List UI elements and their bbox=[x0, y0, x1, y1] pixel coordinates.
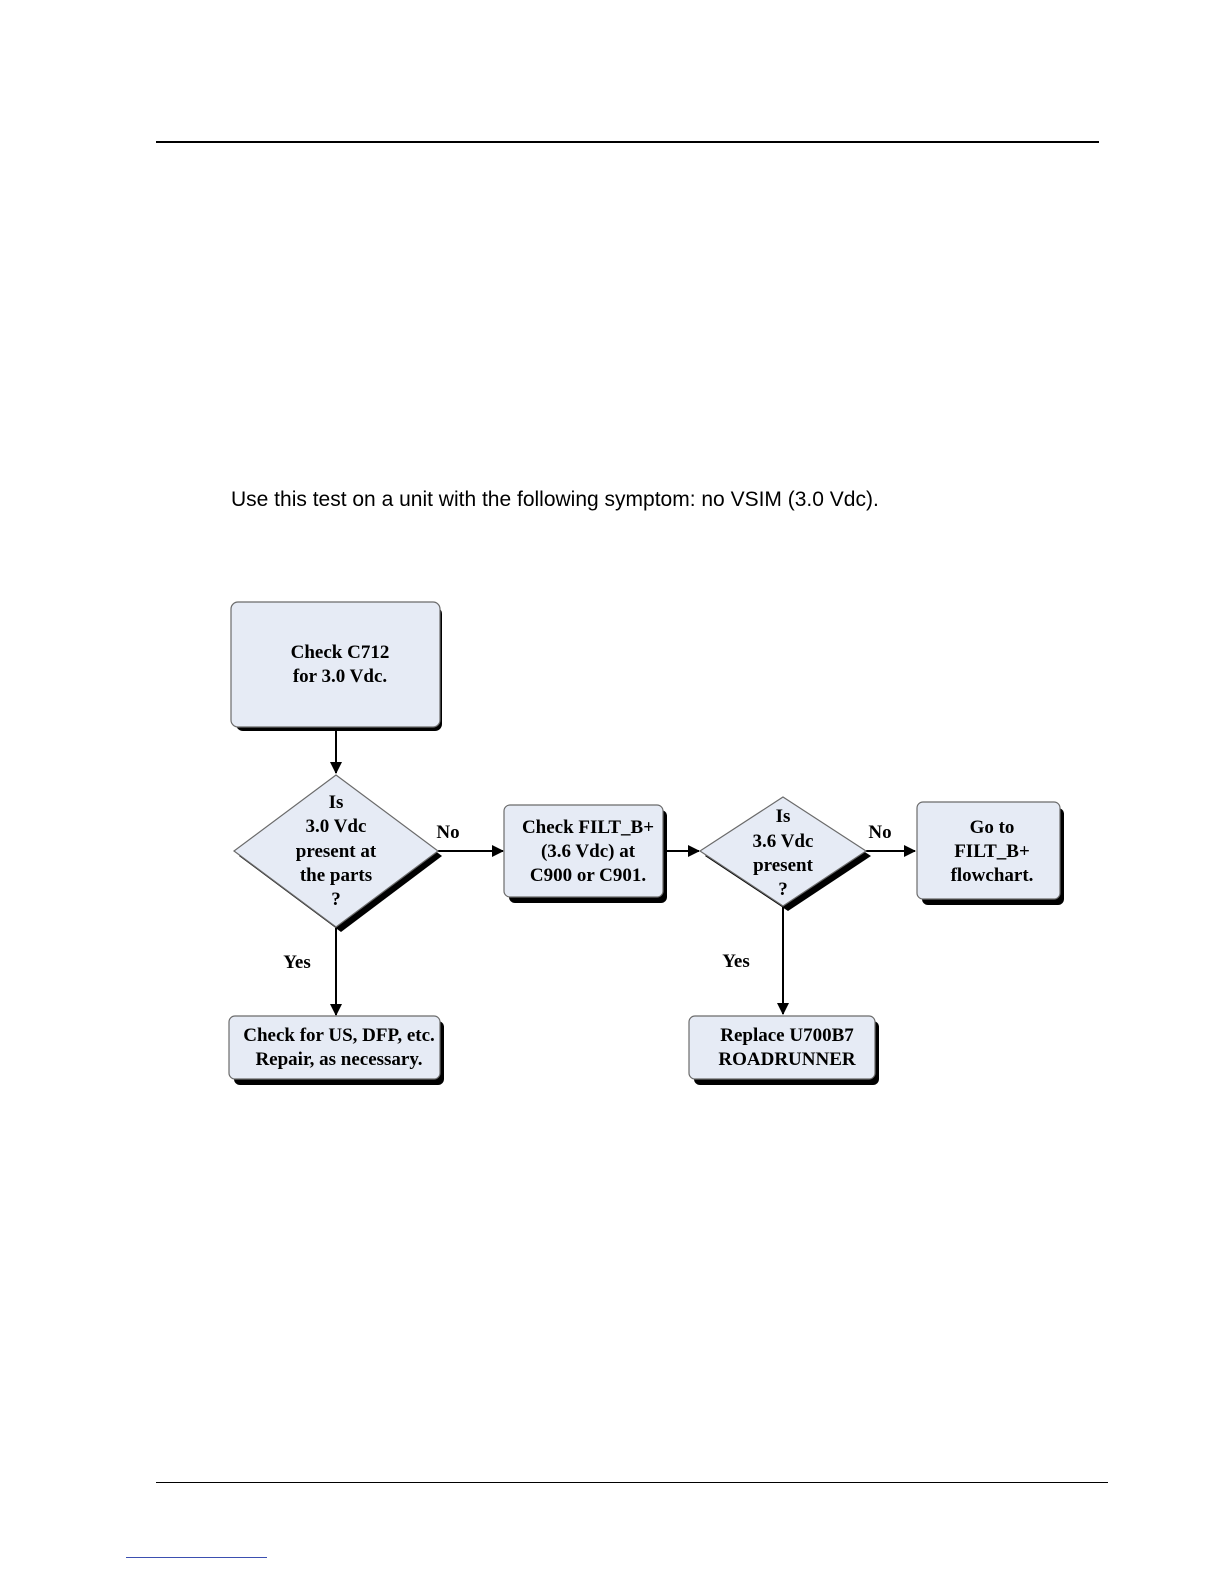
decision-3v0-line-5: ? bbox=[331, 889, 341, 910]
node-box bbox=[503, 804, 664, 898]
decision-shape bbox=[232, 774, 440, 928]
decision-3v0-line-1: Is bbox=[329, 792, 344, 813]
decision-3v0-present: Is 3.0 Vdc present at the parts ? bbox=[232, 774, 442, 932]
decision-3v6-line-3: present bbox=[753, 855, 813, 876]
footer-rule bbox=[156, 1482, 1108, 1483]
node-check-filt-line-3: C900 or C901. bbox=[530, 865, 646, 886]
edge-label-no-1: No bbox=[436, 822, 459, 843]
decision-3v6-present: Is 3.6 Vdc present ? bbox=[698, 796, 871, 911]
node-goto-filt-line-2: FILT_B+ bbox=[954, 841, 1030, 862]
decision-3v6-line-2: 3.6 Vdc bbox=[753, 831, 814, 852]
node-goto-filt-line-3: flowchart. bbox=[951, 865, 1034, 886]
node-box bbox=[916, 801, 1061, 900]
intro-text: Use this test on a unit with the followi… bbox=[231, 488, 879, 511]
decision-3v6-line-1: Is bbox=[776, 806, 791, 827]
node-replace-u700: Replace U700B7 ROADRUNNER bbox=[688, 1015, 879, 1085]
node-check-c712-line-2: for 3.0 Vdc. bbox=[293, 666, 387, 687]
node-check-us-line-2: Repair, as necessary. bbox=[255, 1049, 422, 1070]
node-check-us-line-1: Check for US, DFP, etc. bbox=[243, 1025, 435, 1046]
header-rule bbox=[156, 141, 1099, 143]
edge-label-no-2: No bbox=[868, 822, 891, 843]
edge-label-yes-2: Yes bbox=[722, 951, 749, 972]
node-check-filt: Check FILT_B+ (3.6 Vdc) at C900 or C901. bbox=[503, 804, 667, 903]
node-check-c712: Check C712 for 3.0 Vdc. bbox=[230, 601, 442, 731]
decision-3v0-line-2: 3.0 Vdc bbox=[306, 816, 367, 837]
decision-3v0-line-4: the parts bbox=[300, 865, 372, 886]
node-goto-filt: Go to FILT_B+ flowchart. bbox=[916, 801, 1064, 905]
decision-3v6-line-4: ? bbox=[778, 879, 788, 900]
node-replace-u700-line-1: Replace U700B7 bbox=[720, 1025, 854, 1046]
decision-3v0-line-3: present at bbox=[296, 841, 377, 862]
node-check-us: Check for US, DFP, etc. Repair, as neces… bbox=[228, 1015, 444, 1085]
node-box bbox=[228, 1015, 441, 1080]
node-goto-filt-line-1: Go to bbox=[970, 817, 1015, 838]
node-replace-u700-line-2: ROADRUNNER bbox=[718, 1049, 856, 1070]
node-check-filt-line-1: Check FILT_B+ bbox=[522, 817, 654, 838]
node-check-filt-line-2: (3.6 Vdc) at bbox=[541, 841, 636, 862]
edge-label-yes-1: Yes bbox=[283, 952, 310, 973]
node-box bbox=[688, 1015, 876, 1080]
footer-link-underline[interactable] bbox=[126, 1557, 267, 1558]
node-box bbox=[230, 601, 441, 728]
decision-shape bbox=[698, 796, 868, 907]
connectors bbox=[330, 729, 916, 1016]
node-check-c712-line-1: Check C712 bbox=[291, 642, 390, 663]
